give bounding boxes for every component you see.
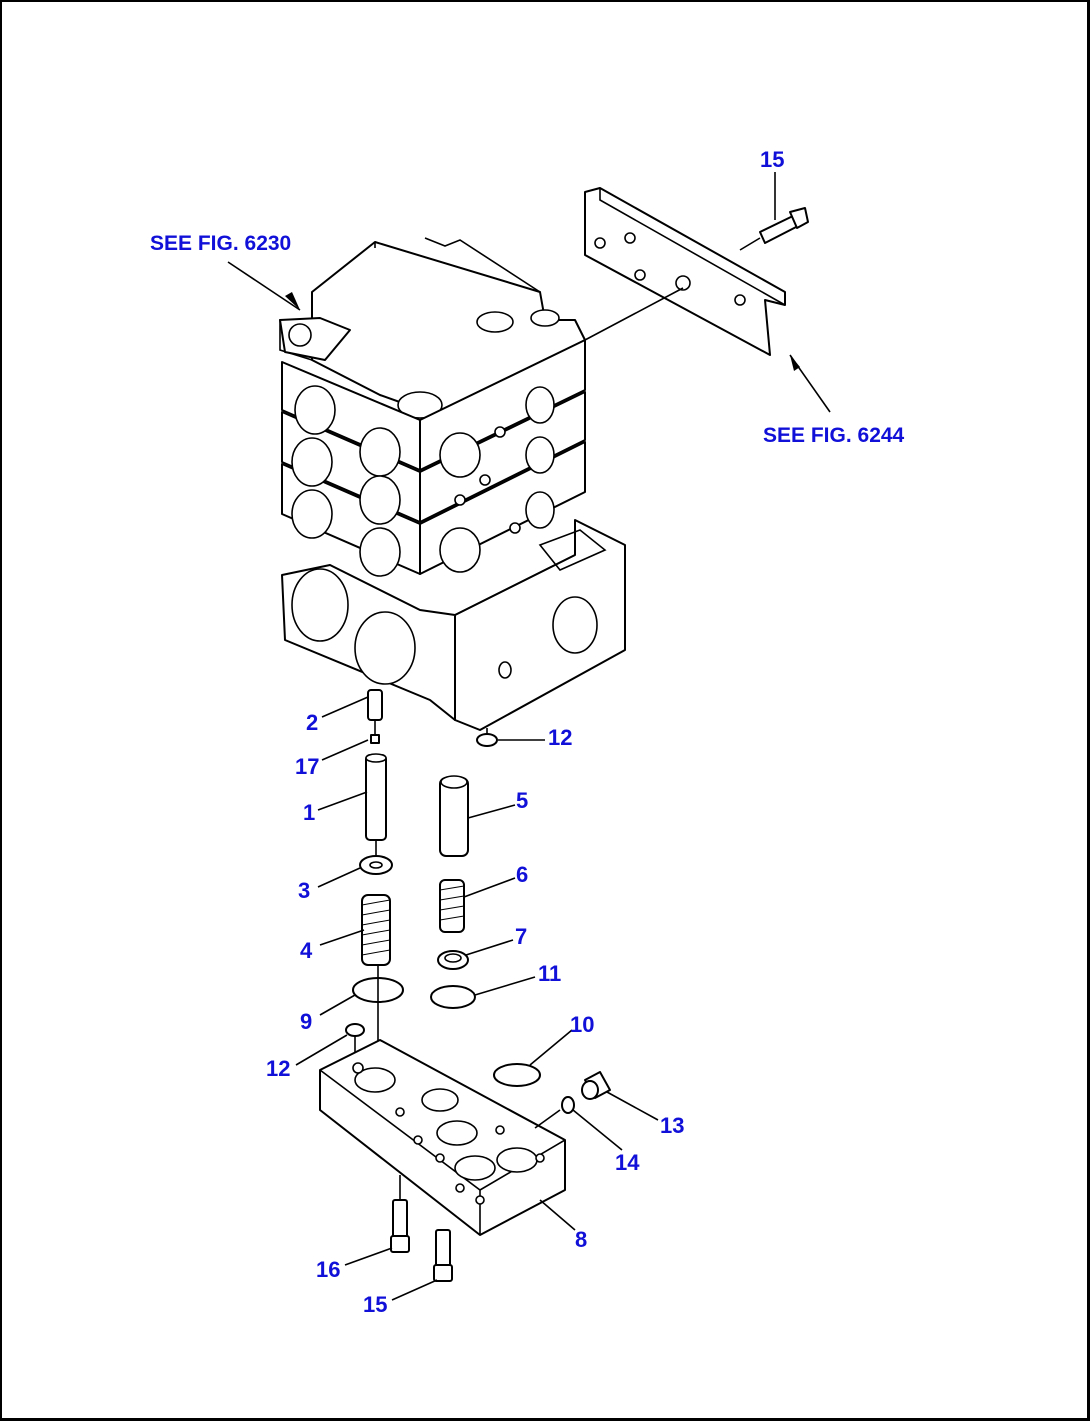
ref-see-fig-6244: SEE FIG. 6244	[763, 424, 905, 447]
callout-2: 2	[306, 710, 318, 735]
part-3-seat	[359, 855, 393, 875]
callout-3: 3	[298, 878, 310, 903]
callout-1: 1	[303, 800, 315, 825]
part-12-o-ring-upper	[476, 733, 498, 747]
callout-8: 8	[575, 1227, 587, 1252]
part-8-cover-plate	[319, 1039, 566, 1236]
callout-4: 4	[300, 938, 313, 963]
part-13-plug	[581, 1071, 611, 1100]
ref-see-fig-6230: SEE FIG. 6230	[150, 232, 291, 255]
callout-13: 13	[660, 1113, 684, 1138]
part-7-seat	[437, 950, 469, 970]
part-15-bolt-lower	[433, 1229, 453, 1282]
callout-15-top: 15	[760, 147, 784, 172]
callout-12-upper: 12	[548, 725, 572, 750]
part-6-spring	[439, 879, 465, 933]
callout-5: 5	[516, 788, 528, 813]
part-4-spring	[361, 894, 391, 966]
callout-7: 7	[515, 924, 527, 949]
valve-body-assembly	[279, 237, 626, 731]
callout-9: 9	[300, 1009, 312, 1034]
part-11-o-ring	[430, 985, 476, 1009]
part-12-o-ring-lower	[345, 1023, 365, 1037]
part-5-spool	[439, 775, 469, 857]
part-16-bolt	[390, 1175, 410, 1253]
callout-15-bottom: 15	[363, 1292, 387, 1317]
callout-11: 11	[538, 961, 561, 986]
callout-16: 16	[316, 1257, 340, 1282]
part-10-o-ring	[493, 1063, 541, 1087]
callout-12-lower: 12	[266, 1056, 290, 1081]
body-side-ports	[291, 385, 555, 577]
part-17-ball	[370, 734, 380, 744]
callout-10: 10	[570, 1012, 594, 1037]
bolt-15-top	[739, 207, 809, 251]
cover-plate-6244	[584, 187, 786, 356]
callout-14: 14	[615, 1150, 640, 1175]
part-2-pin	[367, 689, 383, 735]
callout-6: 6	[516, 862, 528, 887]
leader-lines	[227, 172, 831, 1301]
callout-17: 17	[295, 754, 319, 779]
part-14-o-ring	[561, 1096, 575, 1114]
part-1-spool	[365, 753, 387, 860]
